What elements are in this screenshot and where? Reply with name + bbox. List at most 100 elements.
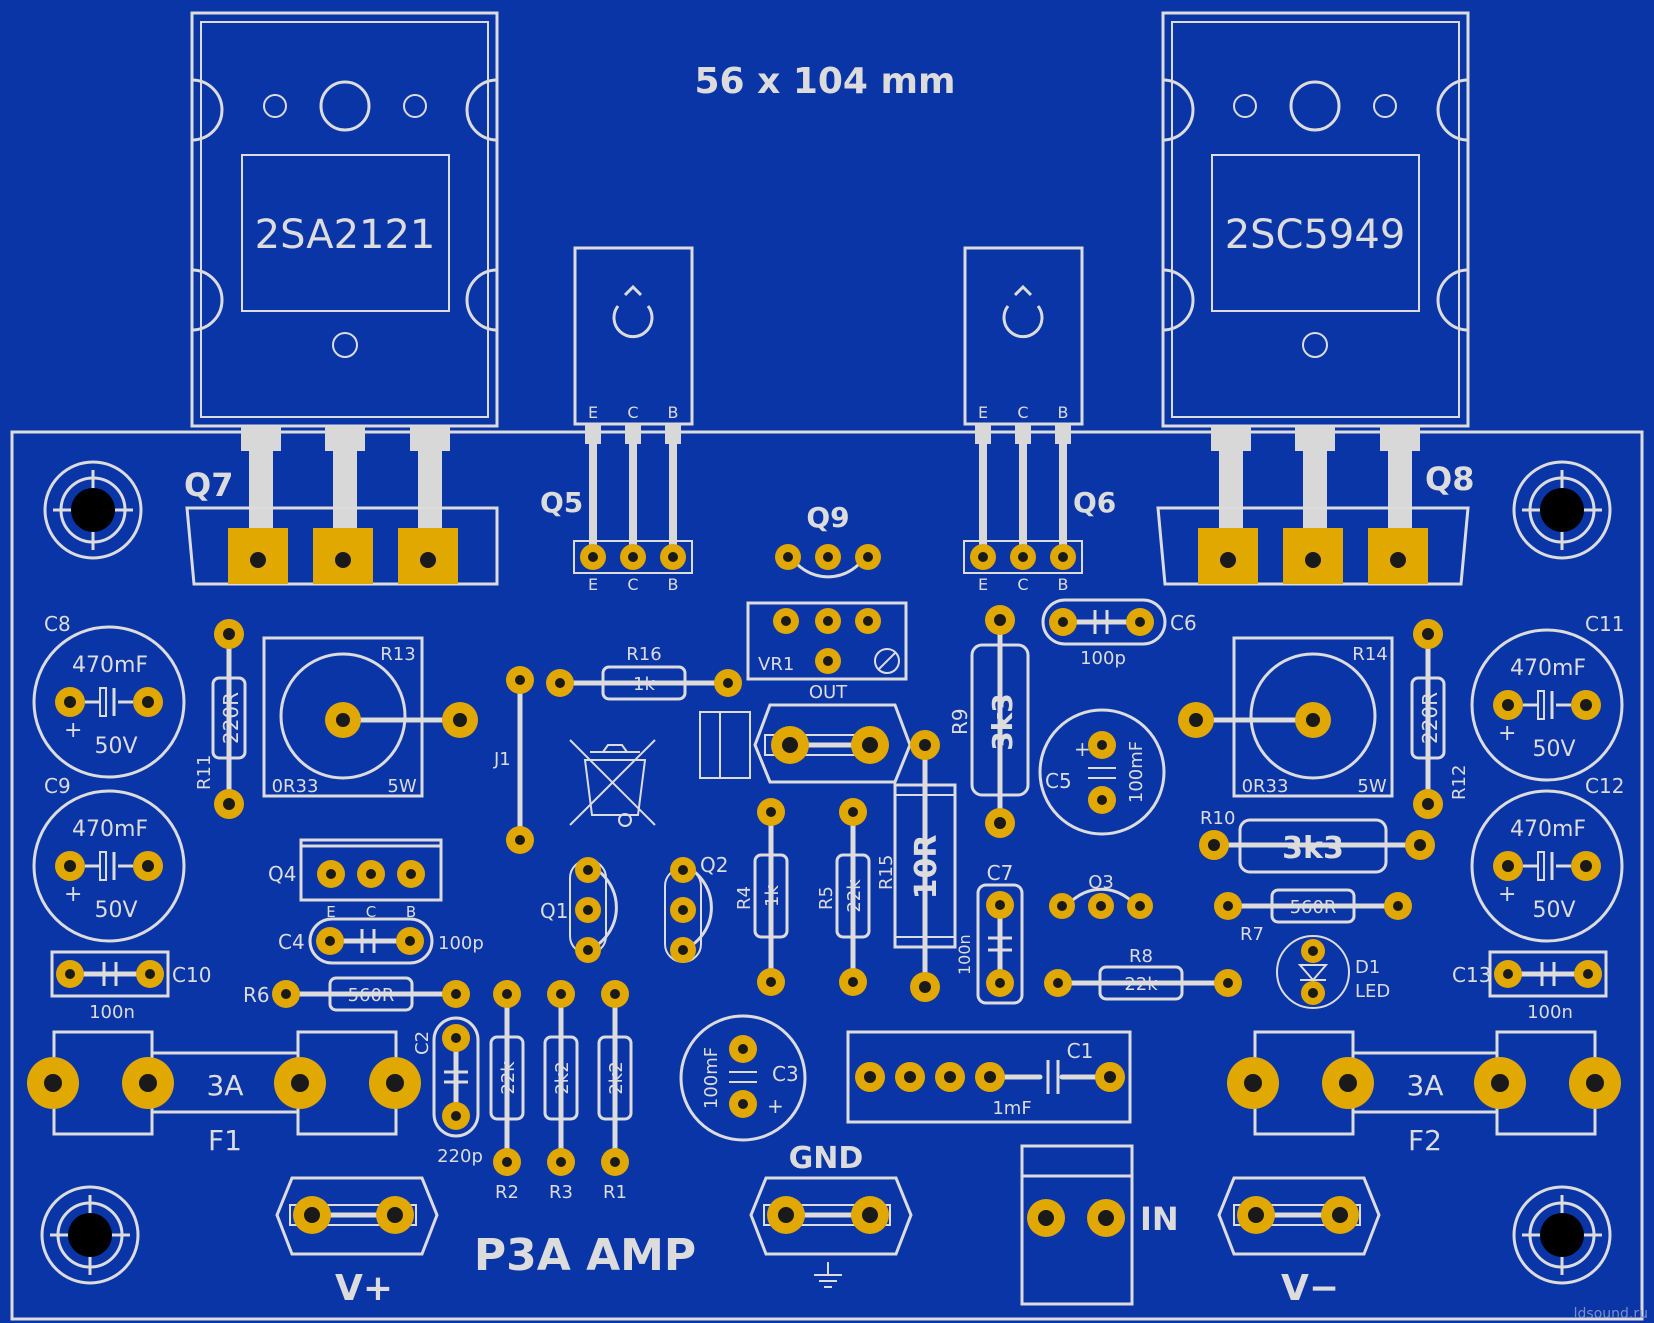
c13-ref: C13 bbox=[1452, 963, 1491, 987]
resistor-r4: 1k R4 bbox=[734, 798, 789, 996]
capacitor-c12: 470mF 50V + C12 bbox=[1470, 774, 1624, 943]
c3-ref: C3 bbox=[772, 1062, 799, 1086]
r11-value: 220R bbox=[219, 692, 243, 744]
terminal-vminus: V− bbox=[1217, 1176, 1381, 1309]
fuse-f2: 3A F2 bbox=[1227, 1030, 1621, 1157]
c10-ref: C10 bbox=[172, 963, 211, 987]
gnd-label: GND bbox=[789, 1141, 864, 1176]
capacitor-c13: C13 100n bbox=[1452, 950, 1608, 1023]
capacitor-c2: C2 220p bbox=[412, 1016, 483, 1167]
c11-ref: C11 bbox=[1585, 612, 1624, 636]
connector-out: OUT bbox=[699, 682, 912, 784]
f2-ref: F2 bbox=[1408, 1124, 1442, 1157]
c9-voltage: 50V bbox=[94, 898, 137, 923]
f1-ref: F1 bbox=[208, 1124, 242, 1157]
c11-value: 470mF bbox=[1510, 656, 1586, 681]
q7-part-label: 2SA2121 bbox=[255, 212, 436, 258]
capacitor-c7: C7 100n bbox=[955, 861, 1024, 1005]
c3-plus: + bbox=[767, 1094, 784, 1118]
q3-transistor: Q3 bbox=[1049, 872, 1153, 919]
q9-ref: Q9 bbox=[806, 501, 849, 534]
resistor-r9: 3k3 R9 bbox=[948, 605, 1030, 838]
c9-value: 470mF bbox=[72, 817, 148, 842]
led-label: LED bbox=[1355, 981, 1390, 1002]
capacitor-c4: C4 100p bbox=[278, 917, 484, 965]
c9-ref: C9 bbox=[44, 774, 71, 798]
terminal-vplus: V+ bbox=[275, 1176, 439, 1309]
mounting-hole-bl bbox=[40, 1185, 140, 1285]
connector-in: IN bbox=[1020, 1144, 1179, 1306]
r14-value: 0R33 bbox=[1242, 776, 1289, 797]
q6-pin-c: C bbox=[1017, 575, 1028, 594]
fuse-f1: 3A F1 bbox=[27, 1030, 421, 1157]
resistor-r8: 22k R8 bbox=[1044, 946, 1242, 1001]
r10-value: 3k3 bbox=[1282, 831, 1344, 866]
mounting-hole-tl bbox=[43, 460, 143, 560]
c5-plus: + bbox=[1074, 737, 1091, 761]
c1-ref: C1 bbox=[1067, 1039, 1094, 1063]
c2-value: 220p bbox=[437, 1146, 483, 1167]
q6-transistor: E C B E C B Q6 bbox=[963, 246, 1116, 594]
resistor-r5: 22k R5 bbox=[816, 798, 871, 996]
r3-value: 2k2 bbox=[552, 1061, 573, 1094]
f2-value: 3A bbox=[1407, 1069, 1444, 1102]
q5-pin-b: B bbox=[668, 575, 679, 594]
q5-pin-e-top: E bbox=[588, 403, 598, 422]
r14-power: 5W bbox=[1357, 776, 1386, 797]
q6-pin-b-top: B bbox=[1058, 403, 1069, 422]
trimmer-vr1: VR1 bbox=[746, 601, 908, 681]
q4-pin-e: E bbox=[326, 903, 335, 921]
c12-plus: + bbox=[1498, 882, 1516, 907]
c9-plus: + bbox=[64, 882, 82, 907]
r2-ref: R2 bbox=[495, 1182, 519, 1203]
q6-pin-c-top: C bbox=[1017, 403, 1028, 422]
r12-ref: R12 bbox=[1449, 765, 1470, 800]
q6-pin-e-top: E bbox=[978, 403, 988, 422]
led-d1: D1 LED bbox=[1276, 935, 1390, 1009]
c5-value: 100mF bbox=[1126, 741, 1147, 803]
c6-ref: C6 bbox=[1170, 611, 1197, 635]
r16-value: 1k bbox=[633, 674, 655, 695]
resistor-r14: R14 0R33 5W bbox=[1178, 636, 1394, 798]
q8-ref: Q8 bbox=[1425, 460, 1474, 498]
mounting-hole-br bbox=[1512, 1185, 1612, 1285]
r11-ref: R11 bbox=[194, 755, 215, 790]
d1-ref: D1 bbox=[1355, 957, 1380, 978]
watermark: ldsound.ru bbox=[1574, 1306, 1648, 1322]
r14-ref: R14 bbox=[1352, 644, 1387, 665]
r13-value: 0R33 bbox=[272, 776, 319, 797]
vr1-ref: VR1 bbox=[758, 654, 794, 675]
r15-ref: R15 bbox=[876, 855, 897, 890]
c6-value: 100p bbox=[1080, 648, 1126, 669]
capacitor-c8: 470mF 50V + C8 bbox=[32, 612, 186, 779]
r3-ref: R3 bbox=[549, 1182, 573, 1203]
q2-transistor: Q2 bbox=[664, 853, 728, 963]
resistor-r3: 2k2 R3 bbox=[543, 980, 579, 1203]
c5-ref: C5 bbox=[1045, 769, 1072, 793]
mounting-hole-tr bbox=[1512, 460, 1612, 560]
r16-ref: R16 bbox=[626, 644, 661, 665]
resistor-r6: 560R R6 bbox=[243, 976, 470, 1012]
q1-ref: Q1 bbox=[540, 899, 568, 923]
r7-ref: R7 bbox=[1240, 924, 1264, 945]
weee-bin-icon bbox=[569, 739, 656, 827]
resistor-r7: 560R R7 bbox=[1214, 888, 1412, 945]
j1-ref: J1 bbox=[493, 749, 511, 770]
resistor-r2: 22k R2 bbox=[489, 980, 525, 1203]
capacitor-c5: + C5 100mF bbox=[1038, 708, 1166, 836]
q9-transistor: Q9 bbox=[775, 501, 881, 579]
c12-value: 470mF bbox=[1510, 817, 1586, 842]
r5-value: 22k bbox=[844, 879, 865, 913]
capacitor-c10: C10 100n bbox=[50, 950, 211, 1023]
resistor-r13: R13 0R33 5W bbox=[262, 636, 478, 798]
q8-transistor: 2SC5949 Q8 bbox=[1156, 11, 1474, 586]
r1-ref: R1 bbox=[603, 1182, 627, 1203]
board-outline bbox=[10, 430, 1644, 1321]
q4-transistor: E C B Q4 bbox=[268, 838, 443, 921]
r4-ref: R4 bbox=[734, 886, 755, 910]
q1-transistor: Q1 bbox=[540, 857, 618, 963]
q5-transistor: E C B E C B Q5 bbox=[540, 246, 694, 594]
c8-voltage: 50V bbox=[94, 734, 137, 759]
q6-pin-e: E bbox=[978, 575, 988, 594]
